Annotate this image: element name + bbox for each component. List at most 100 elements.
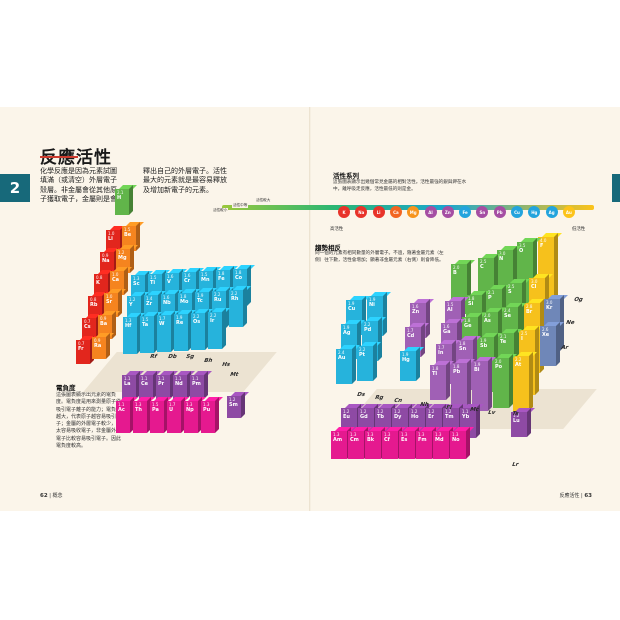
element-symbol: Fm: [418, 436, 427, 443]
element-symbol: Ta: [142, 321, 149, 328]
electronegativity-heading: 電負度: [56, 384, 76, 392]
electronegativity-value: 1.1: [124, 376, 131, 381]
element-symbol: Co: [235, 274, 243, 281]
flat-element-ar: Ar: [559, 345, 570, 351]
page-number-right: 反應活性 | 63: [559, 493, 592, 499]
element-symbol: Re: [176, 319, 184, 326]
page-gutter: [309, 107, 311, 511]
block-side: [466, 427, 470, 459]
block-side: [416, 347, 420, 381]
electronegativity-value: 1.7: [159, 316, 166, 321]
element-symbol: Rh: [231, 295, 239, 302]
electronegativity-value: 1.2: [428, 409, 435, 414]
electronegativity-value: 1.8: [464, 318, 471, 323]
element-symbol: Yb: [462, 413, 470, 420]
element-symbol: Md: [435, 436, 444, 443]
element-symbol: Sc: [133, 280, 140, 287]
element-symbol: Zr: [146, 300, 153, 307]
electronegativity-value: 1.8: [468, 296, 475, 301]
block-side: [488, 357, 492, 411]
element-symbol: Cu: [348, 305, 356, 312]
electronegativity-value: 0.7: [78, 341, 85, 346]
electronegativity-value: 1.2: [377, 409, 384, 414]
electronegativity-value: 2.4: [504, 308, 511, 313]
flat-element-nh: Nh: [418, 402, 430, 408]
element-symbol: Sn: [459, 345, 467, 352]
electronegativity-value: 1.9: [474, 362, 481, 367]
electronegativity-value: 1.9: [369, 297, 376, 302]
electronegativity-value: 1.7: [438, 345, 445, 350]
element-symbol: S: [508, 288, 512, 295]
block-side: [124, 267, 128, 295]
scale-label-low: 低活性: [572, 227, 586, 232]
element-symbol: Cs: [84, 323, 91, 330]
series-circle-zn: Zn: [441, 206, 454, 218]
element-symbol: Mo: [180, 298, 189, 305]
element-symbol: U: [169, 406, 174, 413]
electronegativity-value: 1.4: [146, 296, 153, 301]
electronegativity-value: 2.1: [500, 334, 507, 339]
flat-element-ne: Ne: [564, 320, 576, 326]
electronegativity-value: 1.3: [367, 432, 374, 437]
electronegativity-value: 0.9: [102, 253, 109, 258]
electronegativity-value: 1.3: [186, 402, 193, 407]
block-side: [118, 289, 122, 317]
element-symbol: Rb: [90, 301, 98, 308]
electronegativity-value: 1.2: [129, 297, 136, 302]
series-circle-li: Li: [372, 206, 385, 218]
electronegativity-value: 1.3: [333, 432, 340, 437]
electronegativity-value: 1.2: [360, 409, 367, 414]
element-symbol: Al: [447, 306, 453, 313]
electronegativity-value: 2.2: [231, 291, 238, 296]
element-symbol: Sr: [106, 298, 113, 305]
electronegativity-value: 1.3: [350, 432, 357, 437]
electronegativity-value: 3.0: [546, 300, 553, 305]
element-symbol: Pt: [359, 351, 366, 358]
electronegativity-value: 1.2: [118, 250, 125, 255]
element-symbol: Dy: [394, 413, 402, 420]
electronegativity-value: 1.9: [402, 352, 409, 357]
electronegativity-value: 3.0: [499, 251, 506, 256]
element-symbol: Hg: [402, 356, 410, 363]
electronegativity-value: 1.8: [453, 364, 460, 369]
element-symbol: Lu: [513, 417, 520, 424]
electronegativity-value: 1.9: [480, 338, 487, 343]
element-symbol: Ce: [141, 380, 149, 387]
element-symbol: Cm: [350, 436, 359, 443]
series-circle-ag: Ag: [545, 206, 558, 218]
element-symbol: P: [488, 294, 492, 301]
element-symbol: Te: [500, 338, 507, 345]
element-symbol: Tb: [377, 413, 384, 420]
electronegativity-text: 這張圖表顯示出元素的電負度。電負度是用來測量原子從吸引電子離子的能力；電負度越大…: [56, 392, 122, 450]
electronegativity-value: 1.6: [167, 274, 174, 279]
block-side: [509, 354, 513, 408]
element-symbol: O: [519, 247, 524, 254]
electronegativity-value: 1.6: [443, 324, 450, 329]
element-symbol: N: [499, 255, 504, 262]
element-symbol: Pb: [453, 368, 461, 375]
electronegativity-value: 1.1: [118, 402, 125, 407]
electronegativity-value: 2.2: [364, 322, 371, 327]
trend-heading: 趨勢相反: [315, 244, 341, 252]
electronegativity-value: 1.6: [163, 295, 170, 300]
block-side: [426, 299, 430, 338]
flat-element-ds: Ds: [355, 392, 366, 398]
electronegativity-value: 1.2: [445, 409, 452, 414]
block-side: [446, 361, 450, 400]
element-symbol: Sm: [229, 401, 238, 408]
series-circle-sn: Sn: [476, 206, 489, 218]
